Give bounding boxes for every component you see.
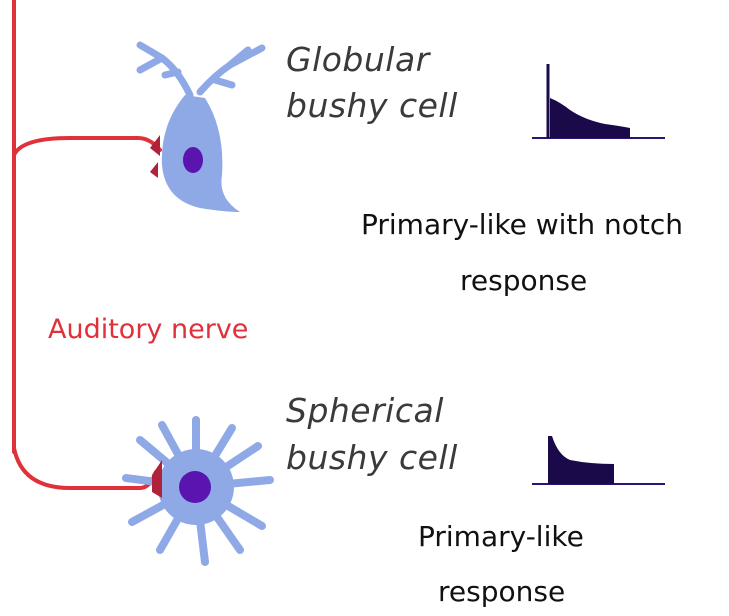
globular-response-line1: Primary-like with notch bbox=[361, 208, 684, 241]
globular-cell-name-line2: bushy cell bbox=[286, 86, 458, 125]
globular-nucleus bbox=[183, 147, 203, 173]
spherical-response-line1: Primary-like bbox=[418, 520, 584, 553]
auditory-nerve-label: Auditory nerve bbox=[48, 314, 249, 345]
globular-endbulb-synapse bbox=[150, 135, 160, 178]
spherical-cell-name-line2: bushy cell bbox=[286, 438, 458, 477]
histogram-primary-like-with-notch bbox=[532, 64, 665, 139]
spherical-cell-name-line1: Spherical bbox=[286, 391, 444, 430]
globular-bushy-cell bbox=[136, 41, 266, 212]
spherical-bushy-cell bbox=[122, 416, 274, 566]
globular-cell-name-line1: Globular bbox=[286, 40, 430, 79]
spherical-endbulb-synapse bbox=[152, 460, 162, 498]
spherical-nucleus bbox=[179, 471, 211, 503]
auditory-nerve-fiber bbox=[12, 0, 162, 490]
spherical-response-line2: response bbox=[438, 575, 566, 608]
globular-response-line2: response bbox=[460, 264, 588, 297]
histogram-primary-like bbox=[532, 436, 665, 485]
